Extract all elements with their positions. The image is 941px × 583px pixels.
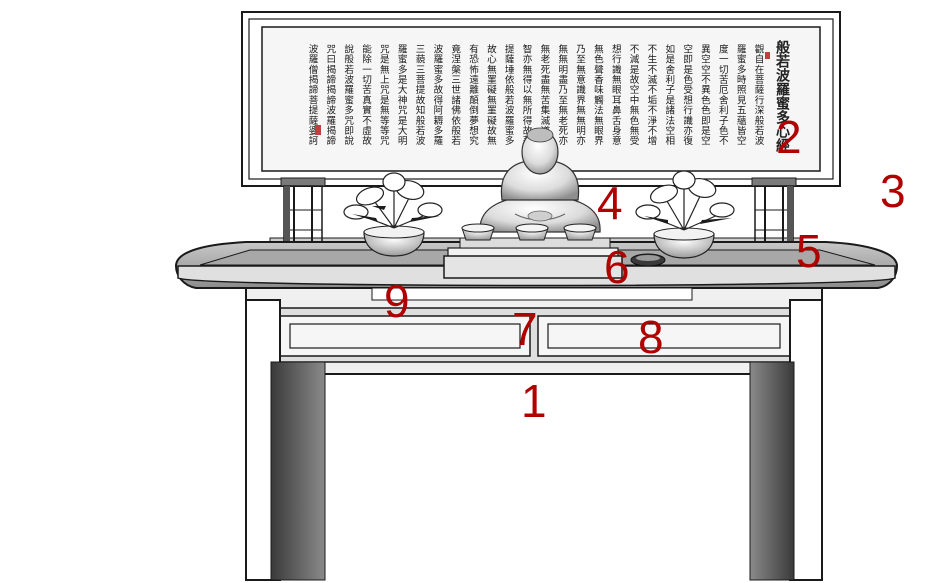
offering-cups bbox=[462, 224, 596, 240]
scripture-column: 不生不滅不垢不淨不增 bbox=[645, 44, 657, 146]
scripture-column: 羅蜜多時照見五蘊皆空 bbox=[735, 44, 747, 146]
scripture-column: 咒是無上咒是無等等咒 bbox=[378, 44, 390, 146]
seal-stamp-small bbox=[765, 52, 770, 59]
scripture-column: 無色聲香味觸法無眼界 bbox=[592, 43, 604, 146]
left-drawer bbox=[280, 316, 530, 356]
incense-dish bbox=[631, 254, 665, 266]
scripture-column: 如是舍利子是諸法空相 bbox=[663, 43, 675, 146]
scripture-column: 想行識無眼耳鼻舌身意 bbox=[610, 43, 622, 146]
scripture-column: 羅蜜多是大神咒是大明 bbox=[396, 44, 408, 146]
scripture-column: 提薩埵依般若波羅蜜多 bbox=[503, 43, 515, 146]
scripture-column: 三藐三菩提故知般若波 bbox=[414, 44, 426, 146]
scripture-column: 故心無罣礙無罣礙故無 bbox=[485, 43, 497, 146]
scripture-column: 能除一切苦真實不虛故 bbox=[360, 43, 372, 146]
scripture-column: 咒曰揭諦揭諦波羅揭諦 bbox=[324, 44, 336, 146]
offering-stand bbox=[444, 238, 622, 278]
scripture-column: 觀自在菩薩行深般若波 bbox=[753, 43, 765, 146]
scripture-column: 說般若波羅蜜多咒即說 bbox=[342, 43, 354, 146]
scripture-column: 竟涅槃三世諸佛依般若 bbox=[449, 44, 461, 146]
seal-stamp bbox=[315, 125, 321, 135]
scripture-column: 異空空不異色色即是空 bbox=[699, 44, 711, 146]
scripture-column: 度一切苦厄舍利子色不 bbox=[717, 43, 729, 146]
right-drawer bbox=[538, 316, 790, 356]
scripture-column: 無無明盡乃至無老死亦 bbox=[556, 43, 568, 146]
scripture-column: 波羅蜜多故得阿耨多羅 bbox=[431, 43, 443, 146]
scripture-column: 空即是色受想行識亦復 bbox=[681, 43, 693, 146]
scripture-column: 有恐怖遠離顛倒夢想究 bbox=[467, 43, 479, 146]
scripture-column: 不減是故空中無色無受 bbox=[628, 44, 640, 146]
scripture-title: 般若波羅蜜多心經 bbox=[774, 39, 791, 153]
scripture-column: 乃至無意識界無無明亦 bbox=[574, 44, 586, 146]
